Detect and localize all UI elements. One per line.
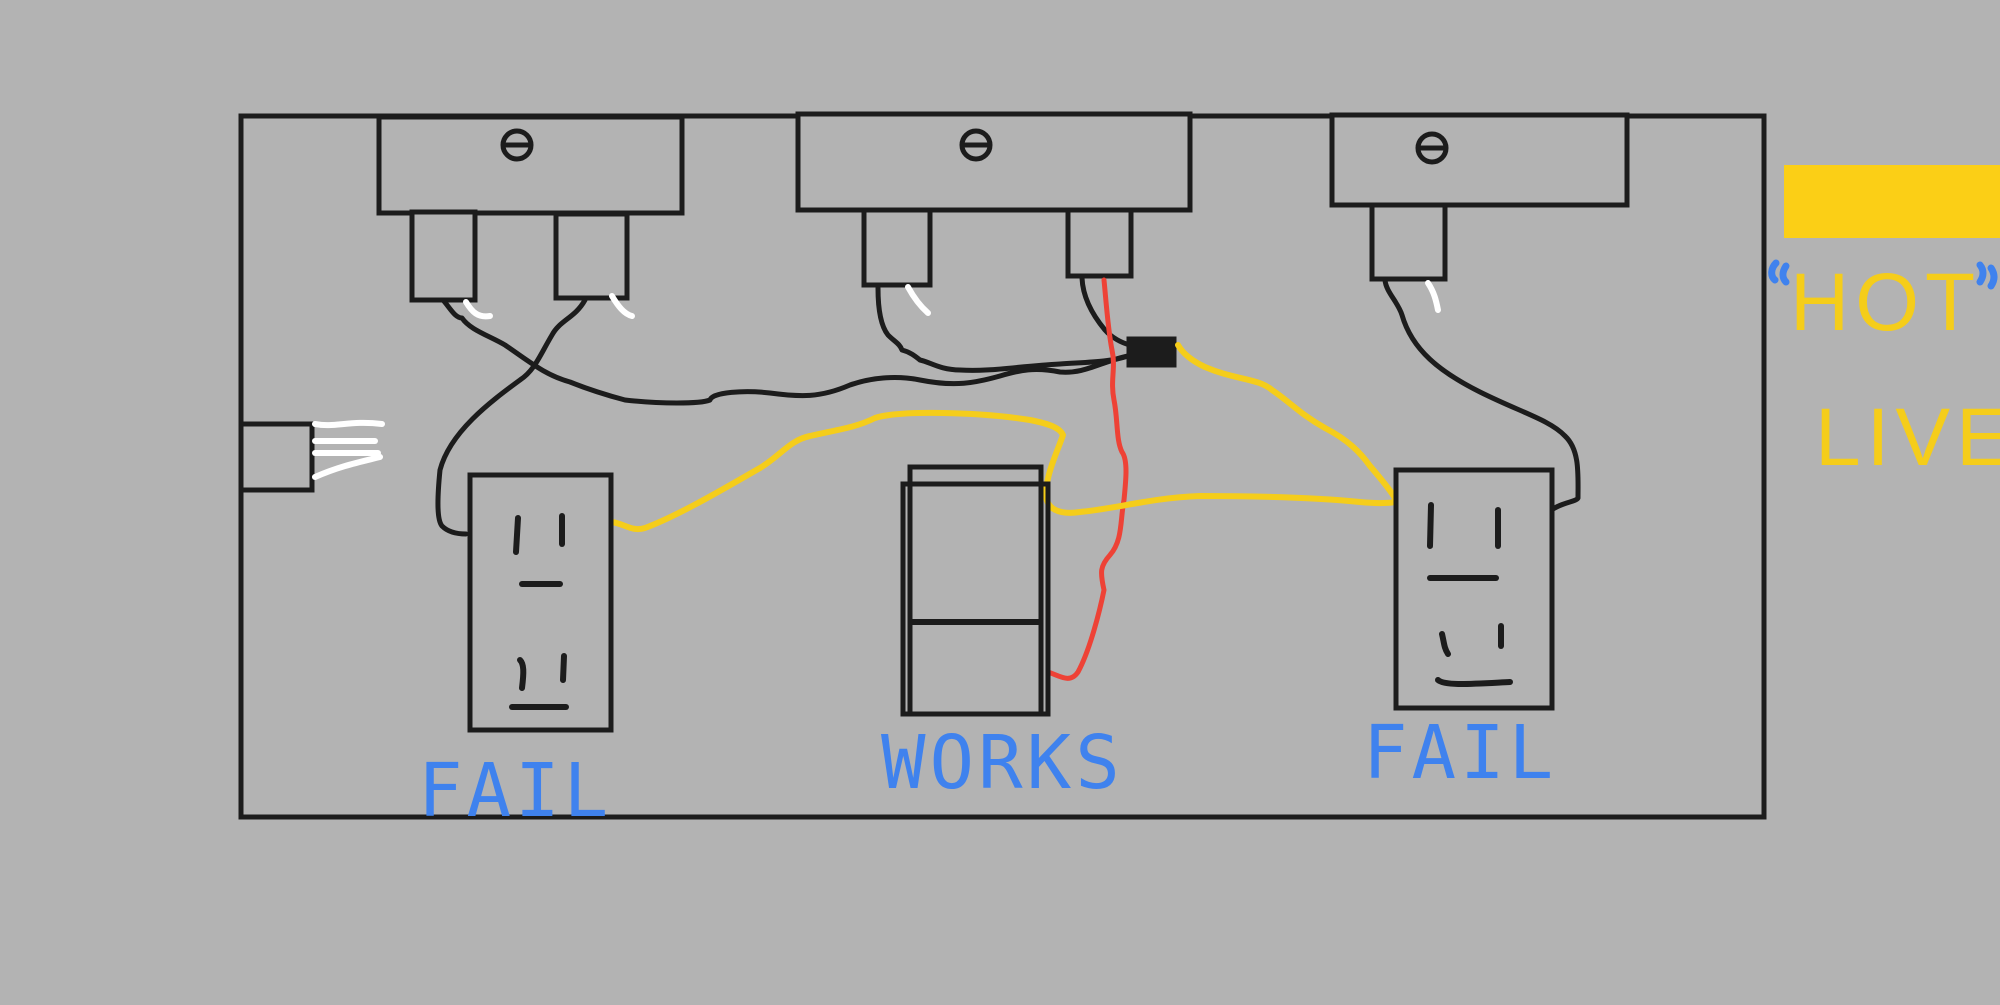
cable-clamp-middle xyxy=(795,111,1193,288)
black-wires xyxy=(435,275,1581,537)
right-outlet-status: FAIL xyxy=(1363,710,1557,796)
yellow-hot-wire xyxy=(609,342,1400,533)
left-outlet-status: FAIL xyxy=(418,748,612,834)
cable-clamp-left xyxy=(376,114,685,303)
screw-icon xyxy=(959,128,993,162)
quote-marks xyxy=(1768,259,1998,290)
screw-icon xyxy=(1415,131,1449,165)
note-hot: HOT xyxy=(1790,257,1981,348)
outlet-right xyxy=(1393,467,1555,711)
highlight-swatch xyxy=(1784,165,2000,238)
switch-status: WORKS xyxy=(881,720,1124,806)
cable-entry-left xyxy=(238,421,315,493)
wire-connector xyxy=(1126,336,1177,368)
screw-icon xyxy=(500,128,534,162)
red-switched-wire xyxy=(1045,277,1129,681)
outlet-left xyxy=(467,472,614,733)
light-switch xyxy=(900,464,1051,717)
note-live: LIVE xyxy=(1815,392,2000,483)
neutral-white-wires-entry xyxy=(312,419,385,480)
neutral-white-marks xyxy=(463,280,1441,320)
cable-clamp-right xyxy=(1329,112,1630,282)
